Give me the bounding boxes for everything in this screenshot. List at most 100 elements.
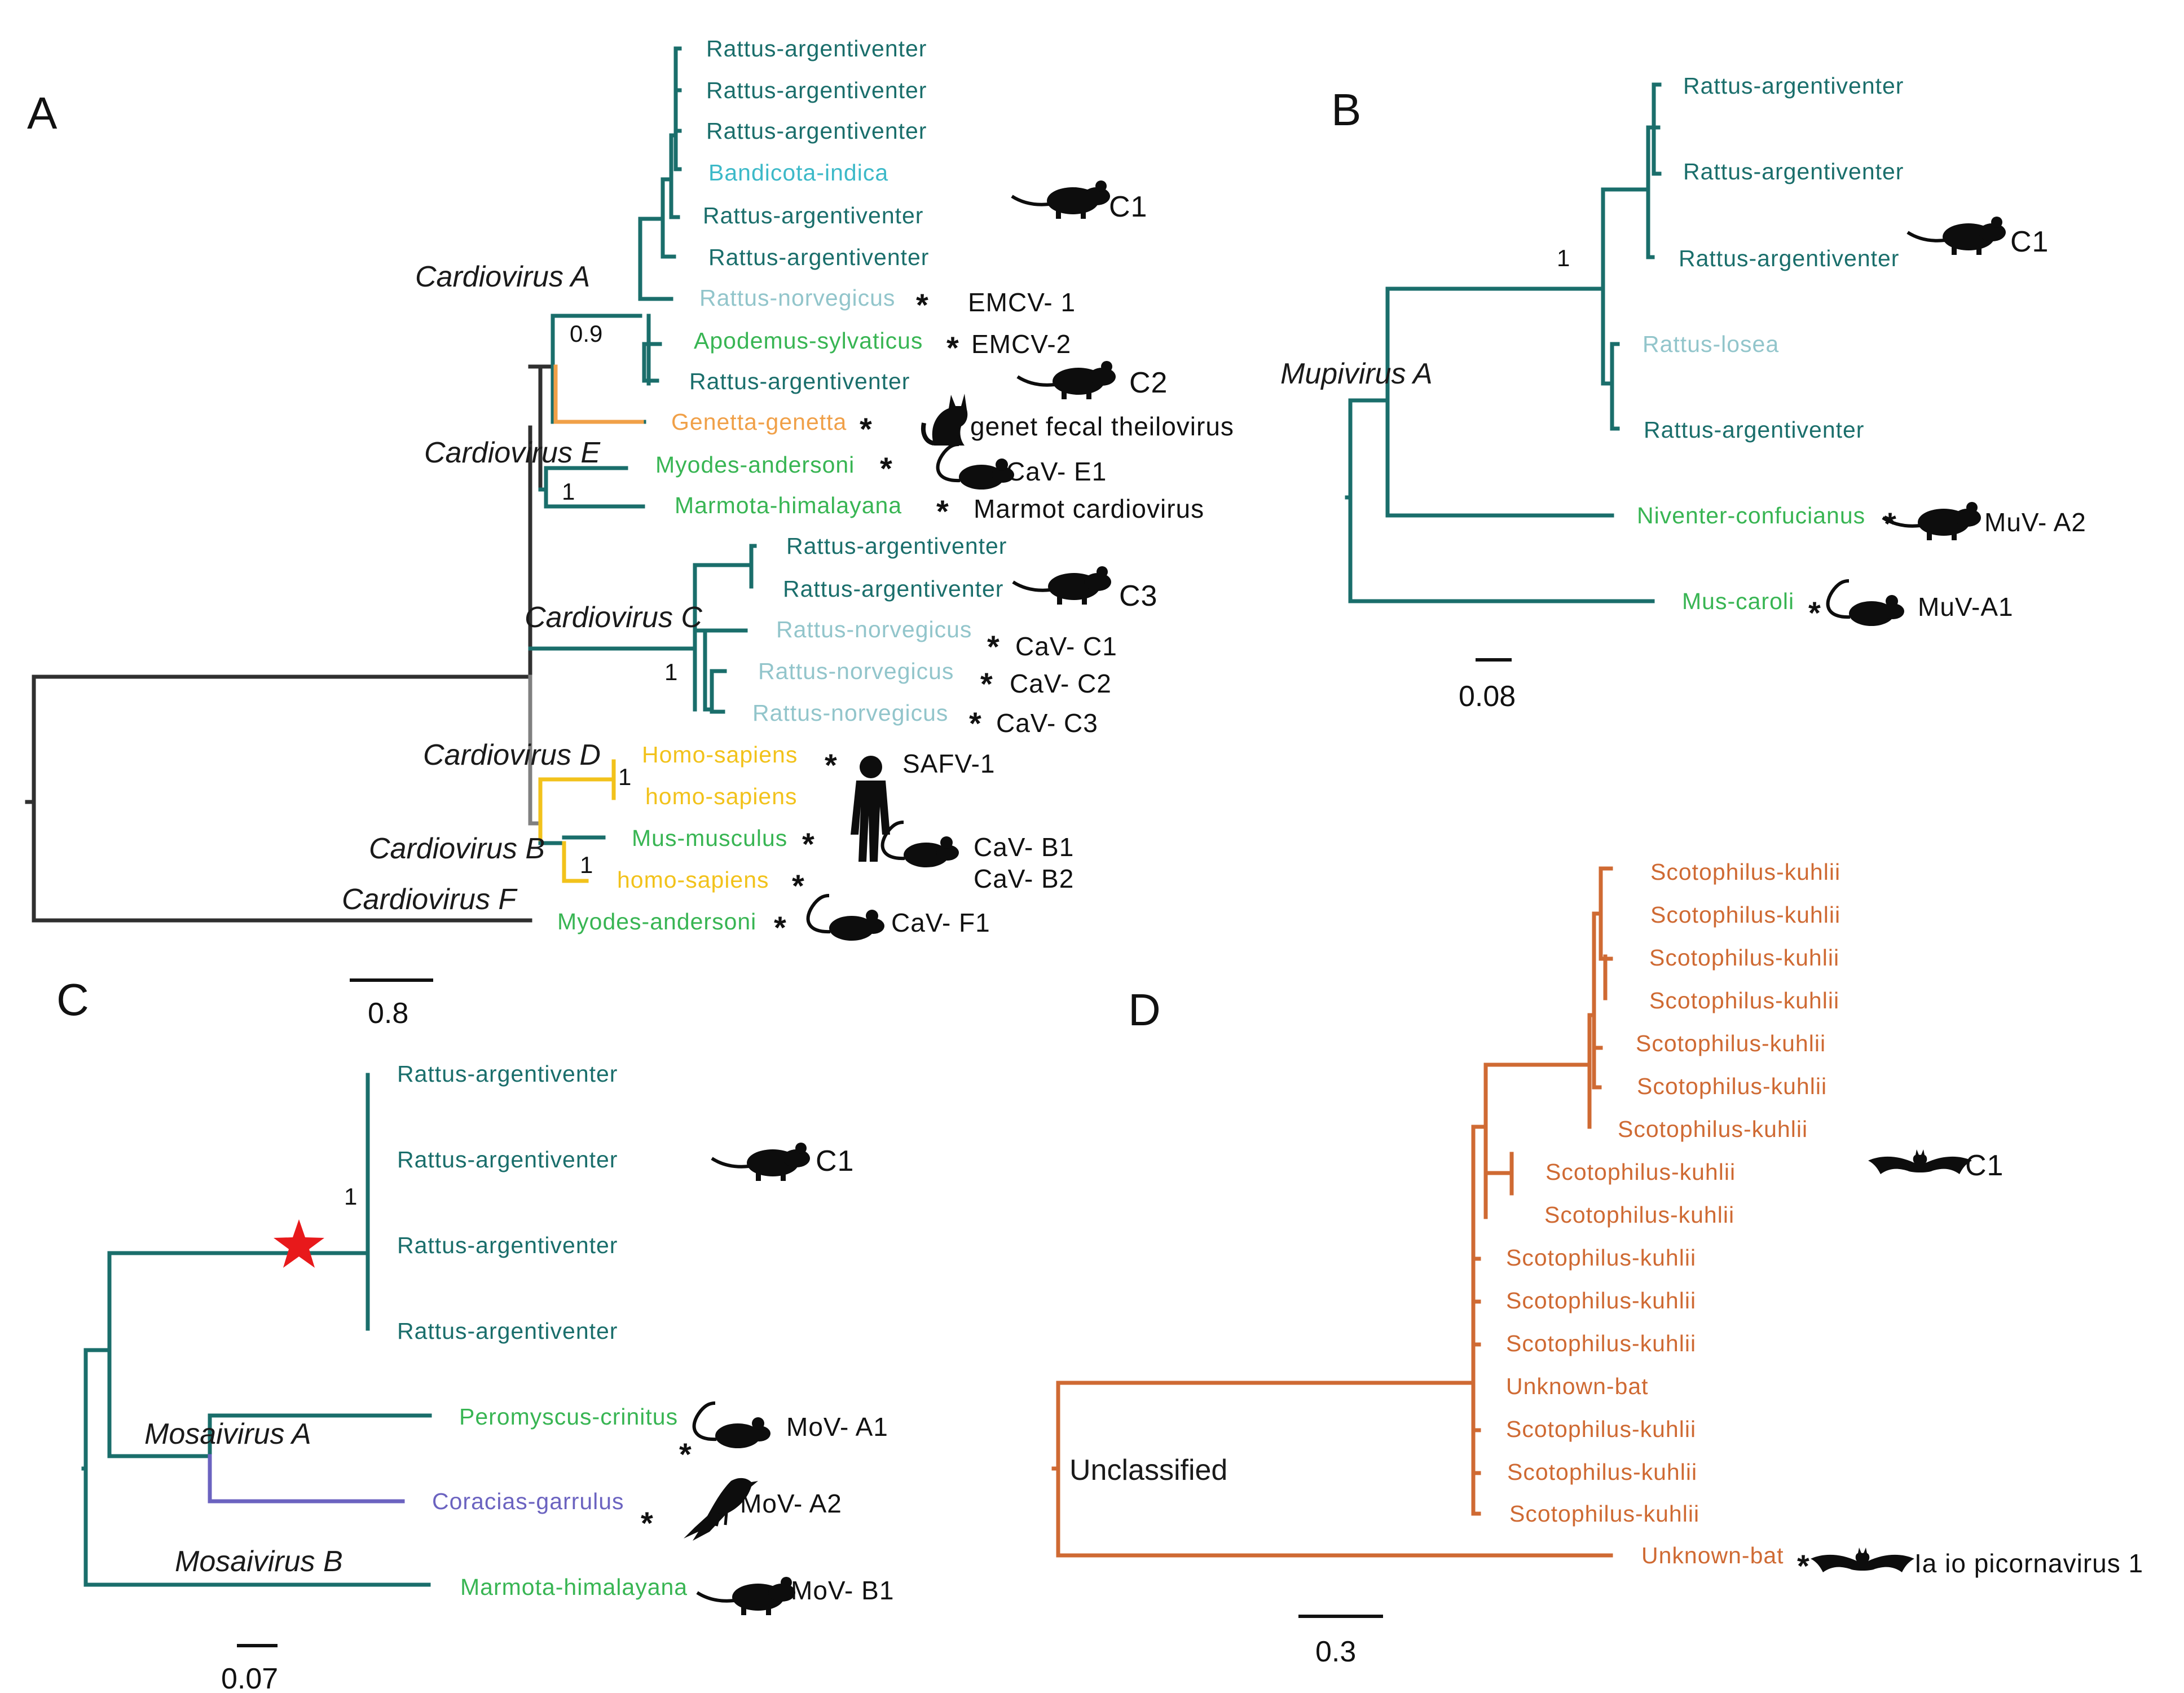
support-value: 1 [618,764,631,790]
mouse-icon [694,1403,770,1448]
leaf-label: Marmota-himalayana [675,492,902,518]
virus-name: MuV-A1 [1918,592,2014,621]
leaf-label: Rattus-argentiventer [706,118,927,144]
reference-asterisk: * [860,411,872,447]
rat-icon [697,1577,795,1615]
leaf-label: Bandicota-indica [708,160,888,186]
leaf-label: Rattus-argentiventer [397,1147,618,1172]
leaf-label: Scotophilus-kuhlii [1618,1116,1808,1142]
leaf-label: Genetta-genetta [671,409,847,435]
leaf-label: Rattus-argentiventer [783,576,1003,602]
leaf-label: Rattus-argentiventer [1679,245,1899,271]
clade-label: Mosaivirus B [175,1545,343,1578]
leaf-label: Scotophilus-kuhlii [1507,1459,1697,1485]
reference-asterisk: * [1884,506,1896,541]
leaf-label: Scotophilus-kuhlii [1637,1073,1827,1099]
clade-label: Mupivirus A [1280,358,1433,390]
virus-name: CaV- F1 [891,908,990,937]
tree-d-branches [1051,866,1613,1558]
leaf-label: Scotophilus-kuhlii [1544,1202,1734,1228]
reference-asterisk: * [980,666,993,702]
leaf-label: Rattus-argentiventer [1644,417,1864,443]
leaf-label: Rattus-norvegicus [699,285,895,311]
clade-code: C1 [816,1145,854,1178]
leaf-label: Niventer-confucianus [1637,502,1865,528]
leaf-label: Rattus-argentiventer [703,202,923,228]
virus-name: EMCV- 1 [968,288,1076,317]
reference-asterisk: * [880,451,892,486]
virus-name: MoV- A1 [786,1412,888,1441]
mouse-icon [883,822,959,867]
leaf-label: Rattus-argentiventer [397,1061,618,1087]
mouse-icon [808,896,884,941]
clade-label: Cardiovirus F [342,883,518,916]
reference-asterisk: * [916,287,928,323]
leaf-label: Scotophilus-kuhlii [1509,1501,1699,1527]
tree-b-branches [1345,82,1662,603]
leaf-label: Peromyscus-crinitus [459,1404,678,1430]
virus-name: CaV- B1 [974,832,1074,862]
reference-asterisk: * [679,1436,692,1472]
reference-asterisk: * [774,910,786,945]
cat-icon [921,394,968,446]
panel-label-a: A [27,88,58,138]
scale-bar-label: 0.07 [221,1663,278,1693]
leaf-label: Rattus-argentiventer [397,1232,618,1258]
leaf-label: Rattus-argentiventer [706,36,927,61]
leaf-label: Rattus-argentiventer [689,368,910,394]
clade-code: C2 [1129,367,1168,399]
leaf-label: Rattus-argentiventer [786,533,1007,559]
leaf-label: Rattus-argentiventer [1683,158,1904,184]
clade-label: Cardiovirus E [424,437,601,469]
reference-asterisk: * [987,629,999,664]
mouse-icon [1828,581,1904,626]
leaf-label: Scotophilus-kuhlii [1506,1330,1696,1356]
leaf-label: Scotophilus-kuhlii [1650,859,1840,885]
leaf-label: Rattus-norvegicus [758,658,954,684]
clade-label: Mosaivirus A [144,1418,311,1450]
star-marker [274,1219,324,1268]
reference-asterisk: * [969,706,981,741]
tree-b-labels: Rattus-argentiventer Rattus-argentivente… [1280,73,2086,631]
human-icon [851,756,890,862]
leaf-label: Scotophilus-kuhlii [1649,945,1839,971]
leaf-label: Rattus-argentiventer [1683,73,1904,99]
clade-code: C1 [2010,226,2049,258]
bat-icon [1811,1547,1914,1572]
scale-bar-label: 0.8 [368,997,408,1030]
virus-name: SAFV-1 [902,749,996,778]
support-value: 1 [1557,245,1570,271]
virus-name: Marmot cardiovirus [974,494,1204,523]
reference-asterisk: * [641,1505,653,1541]
leaf-label: Homo-sapiens [642,742,798,768]
support-value: 1 [580,852,593,878]
leaf-label: Mus-caroli [1682,588,1794,614]
clade-label: Cardiovirus A [415,261,590,293]
reference-asterisk: * [946,330,959,365]
leaf-label: Mus-musculus [632,825,787,851]
clade-code: C1 [1965,1149,2004,1182]
rat-icon [712,1143,810,1181]
virus-name: CaV- C3 [996,708,1098,738]
leaf-label: Rattus-argentiventer [706,77,927,103]
support-value: 0.9 [570,320,602,347]
leaf-label: homo-sapiens [645,783,798,809]
leaf-label: Myodes-andersoni [655,452,855,478]
virus-name: genet fecal theilovirus [970,412,1234,441]
virus-name: MoV- A2 [740,1489,842,1518]
leaf-label: Scotophilus-kuhlii [1650,902,1840,928]
bird-icon [684,1478,758,1541]
clade-label: Cardiovirus C [525,601,702,634]
virus-name: CaV- C1 [1015,632,1117,661]
scale-bar-b: 0.08 [1459,658,1516,713]
panel-label-d: D [1128,985,1161,1035]
tree-c-branches [81,1073,432,1587]
clade-code: C3 [1119,580,1157,612]
reference-asterisk: * [802,826,814,862]
tree-c-labels: Rattus-argentiventer Rattus-argentivente… [144,1061,893,1615]
leaf-label: Scotophilus-kuhlii [1506,1245,1696,1271]
virus-name: CaV- E1 [1006,457,1107,486]
leaf-label: Rattus-argentiventer [708,244,929,270]
leaf-label: Scotophilus-kuhlii [1545,1159,1736,1185]
scale-bar-d: 0.3 [1298,1615,1383,1668]
